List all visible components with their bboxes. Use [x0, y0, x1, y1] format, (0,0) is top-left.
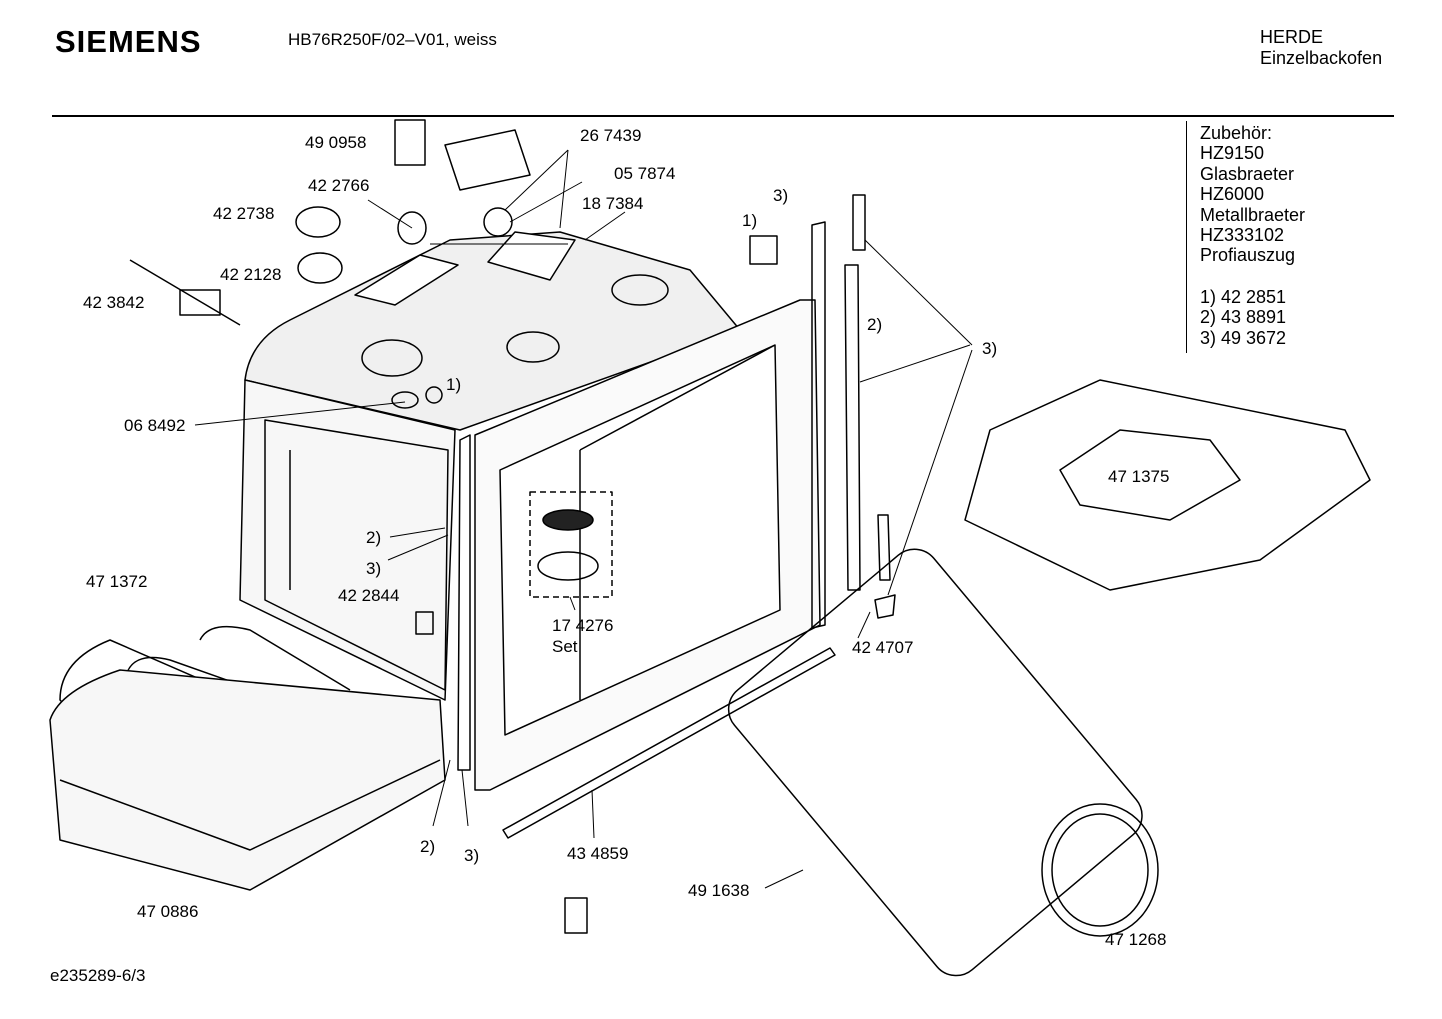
category-line-1: HERDE [1260, 27, 1324, 47]
part-label: 05 7874 [614, 164, 676, 183]
callout-label: 2) [867, 315, 883, 334]
lamp-bulb [483, 207, 513, 237]
thermostat-part [394, 119, 426, 166]
sensor-part [129, 259, 241, 326]
callout-label: 2) [366, 528, 382, 547]
part-label: 42 4707 [852, 638, 914, 657]
filter-set-box [529, 491, 613, 598]
callout-label: 1) [446, 375, 462, 394]
callout-label: 3) [464, 846, 480, 865]
part-label: 42 2844 [338, 586, 400, 605]
part-label: 49 1638 [688, 881, 750, 900]
fan-heater [1041, 803, 1159, 937]
part-label: 47 0886 [137, 902, 199, 921]
accessory-title: Zubehör: [1200, 123, 1273, 143]
accessory-line: HZ333102 [1200, 225, 1285, 246]
side-rail [844, 264, 861, 591]
part-label: 42 2738 [213, 204, 275, 223]
part-label: 17 4276 [552, 616, 614, 635]
category-line-2: Einzelbackofen [1260, 48, 1383, 68]
accessory-panel: Zubehör: HZ9150 Glasbraeter HZ6000 Metal… [1200, 123, 1305, 348]
accessory-line: HZ6000 [1200, 184, 1265, 205]
accessory-line: Profiauszug [1200, 245, 1296, 266]
part-label: 49 0958 [305, 133, 367, 152]
model-number: HB76R250F/02–V01, weiss [288, 30, 497, 49]
callout-label: 2) [420, 837, 436, 856]
part-label-set: Set [552, 637, 578, 656]
accessory-line: Metallbraeter [1200, 204, 1306, 225]
part-label: 42 3842 [83, 293, 145, 312]
knob-cap-1 [295, 206, 341, 238]
callout-label: 3) [773, 186, 789, 205]
oven-front-frame [457, 221, 826, 791]
brand-logo: SIEMENS [55, 24, 202, 59]
part-label: 42 2128 [220, 265, 282, 284]
part-label: 47 1375 [1108, 467, 1170, 486]
accessory-divider [1186, 121, 1187, 353]
part-label: 26 7439 [580, 126, 642, 145]
top-heater [964, 379, 1371, 591]
accessory-ref: 1) 42 2851 [1200, 286, 1287, 307]
accessory-line: Glasbraeter [1200, 163, 1295, 184]
accessory-line: HZ9150 [1200, 143, 1265, 164]
bottom-insulation [49, 669, 446, 891]
callout-label: 3) [366, 559, 382, 578]
part-label: 47 1372 [86, 572, 148, 591]
filter-plate [537, 551, 599, 581]
door-seal [727, 548, 1143, 977]
drawing-id: e235289-6/3 [50, 966, 146, 985]
leader-lines [194, 149, 973, 889]
accessory-ref: 2) 43 8891 [1200, 307, 1287, 328]
part-label: 42 2766 [308, 176, 370, 195]
switch-part [397, 211, 427, 245]
knob-cap-2 [297, 252, 343, 284]
part-label: 43 4859 [567, 844, 629, 863]
callout-label: 1) [742, 211, 758, 230]
callout-label: 3) [982, 339, 998, 358]
oven-left-side [239, 379, 456, 701]
header-divider [52, 115, 1394, 117]
part-label: 06 8492 [124, 416, 186, 435]
accessory-ref: 3) 49 3672 [1200, 327, 1287, 348]
part-label: 47 1268 [1105, 930, 1167, 949]
product-category: HERDE Einzelbackofen [1260, 27, 1382, 69]
bottom-rail [502, 647, 836, 839]
lamp-housing [444, 129, 531, 191]
filter-disc [542, 509, 594, 531]
part-label: 18 7384 [582, 194, 644, 213]
